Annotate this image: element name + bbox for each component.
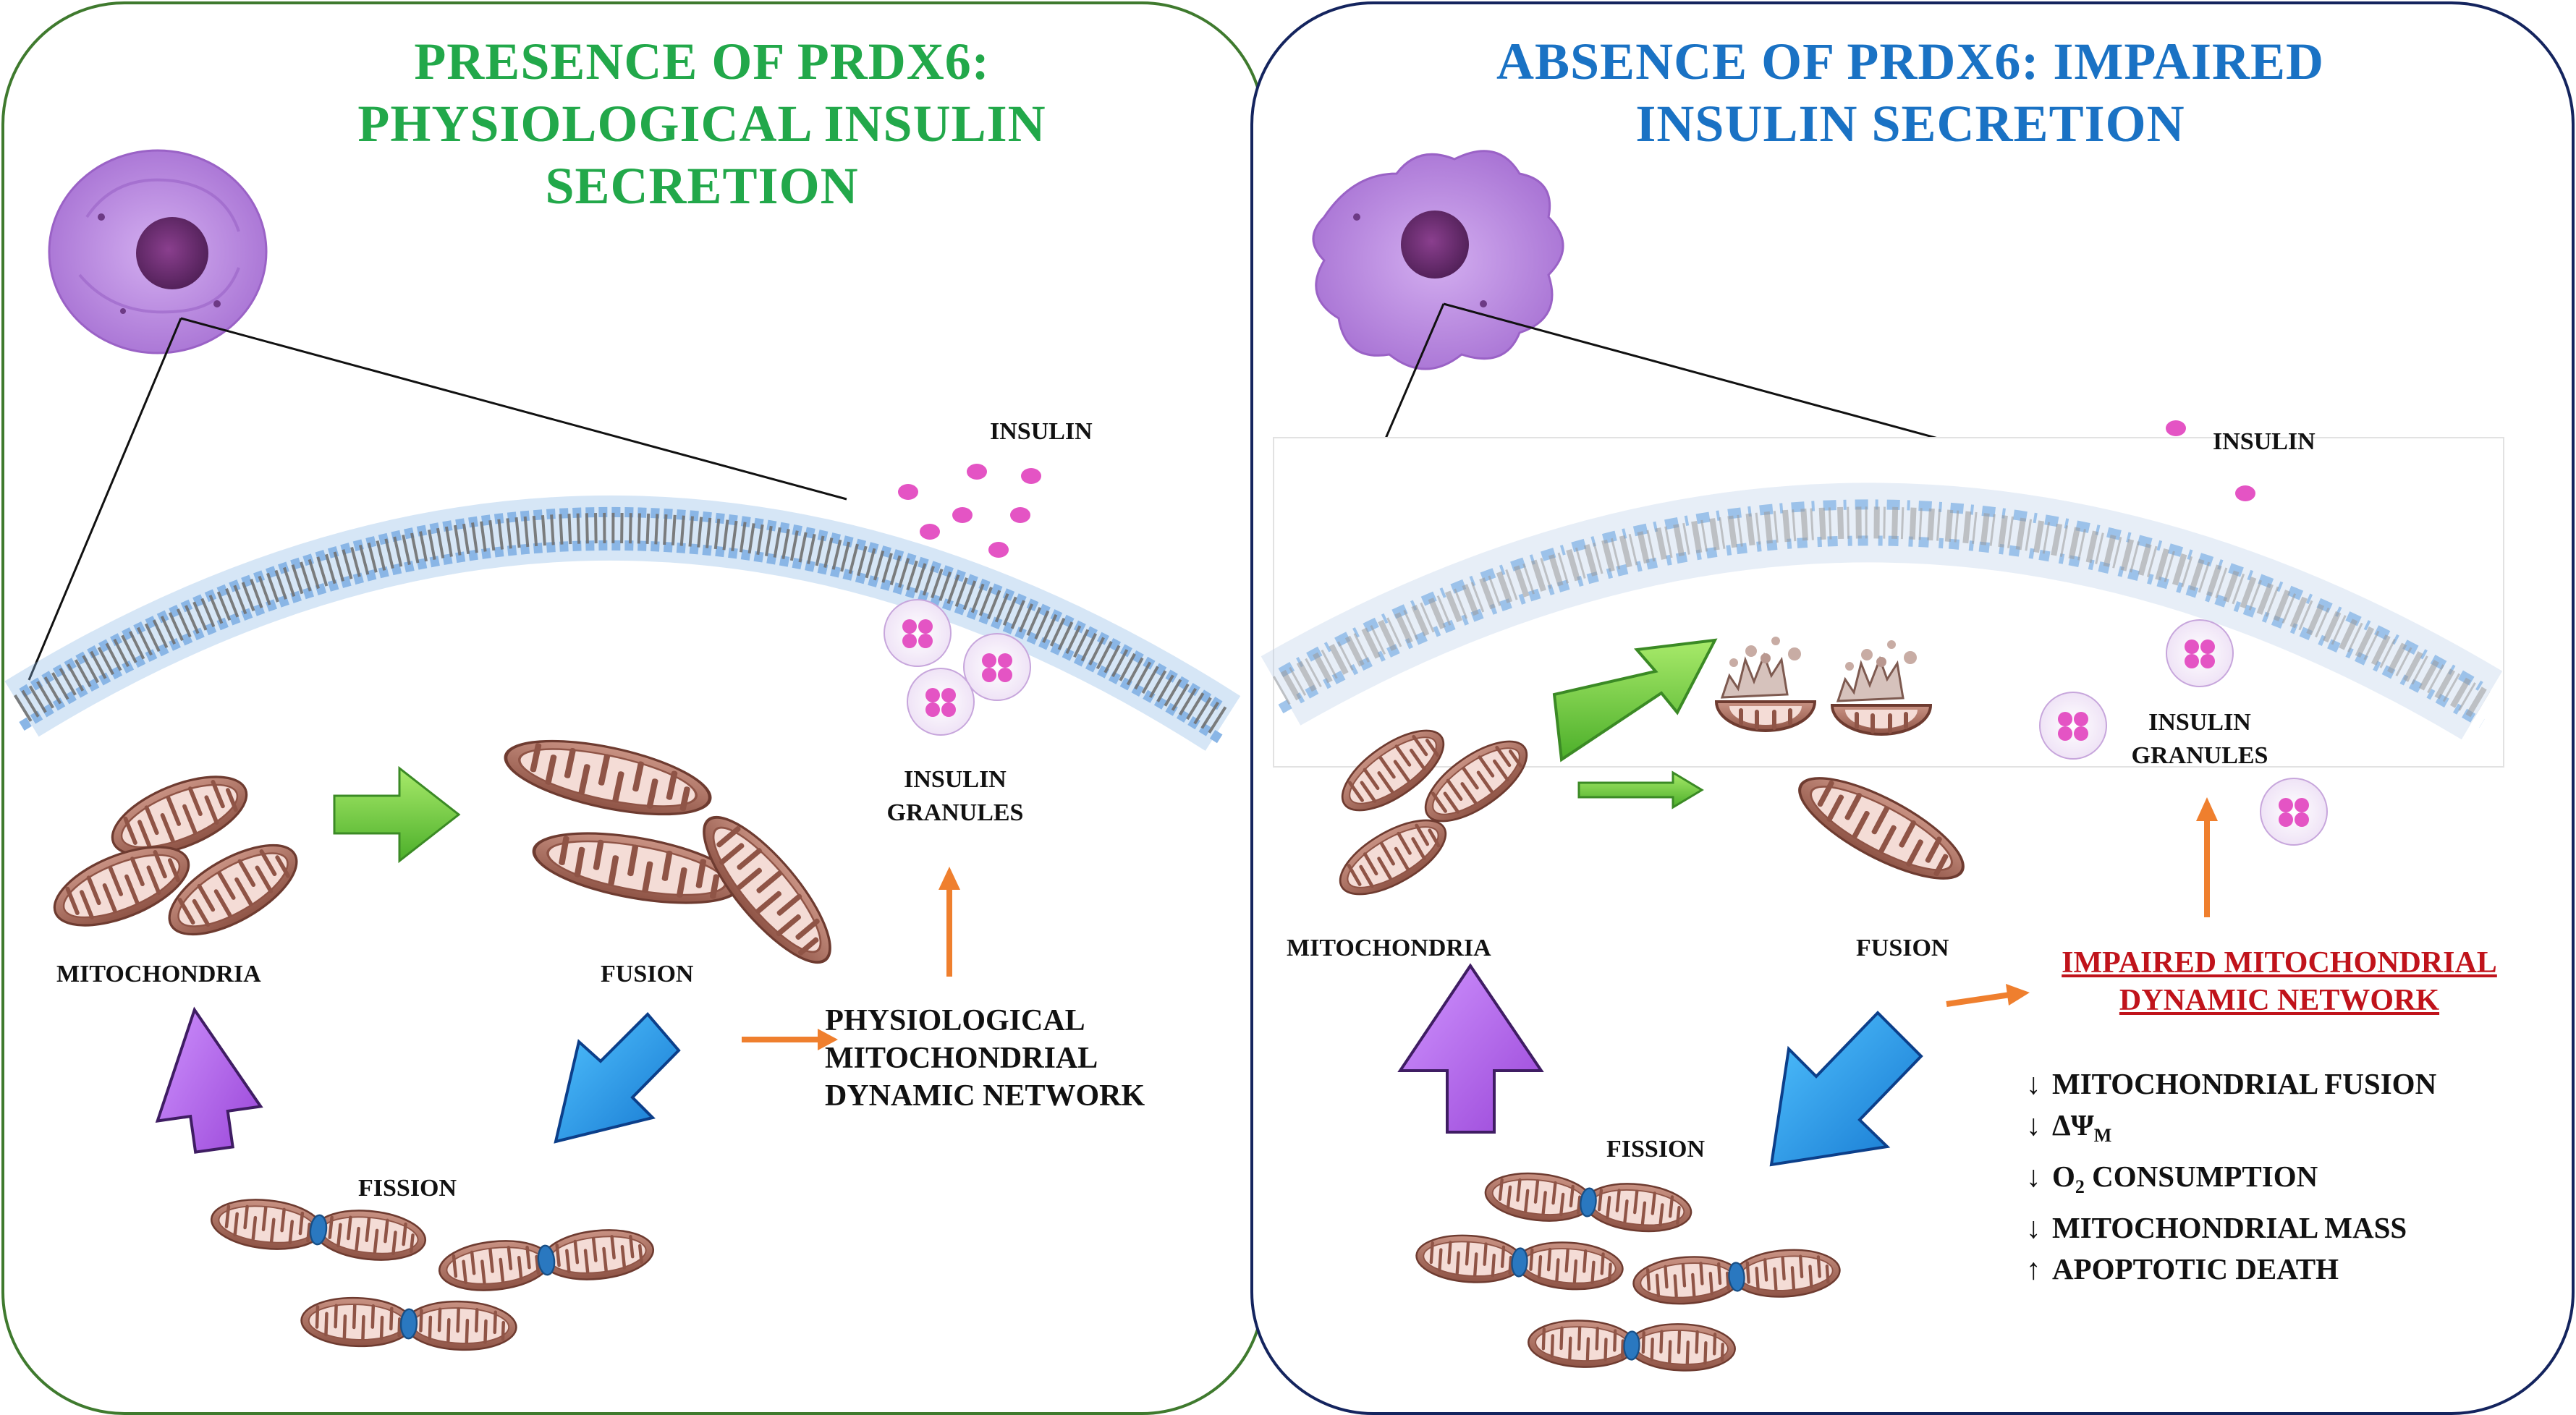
decrease-arrow-icon: ↓ xyxy=(2026,1160,2041,1194)
fusion-arrow-small xyxy=(1577,770,1704,810)
fission-arrow xyxy=(1769,1011,1923,1167)
fusion-arrow xyxy=(333,765,461,864)
fission-arrow xyxy=(554,1012,681,1144)
granule-arrow xyxy=(2196,797,2218,917)
physiological-network-label: PHYSIOLOGICAL MITOCHONDRIAL DYNAMIC NETW… xyxy=(825,1002,1145,1115)
fusion-label: FUSION xyxy=(1856,935,1949,961)
return-arrow xyxy=(155,1006,263,1154)
network-arrow xyxy=(1946,984,2030,1007)
impaired-network-line-2: DYNAMIC NETWORK xyxy=(2119,984,2440,1017)
membrane-icon xyxy=(4,496,1241,751)
impaired-network-line-1: IMPAIRED MITOCHONDRIAL xyxy=(2062,946,2497,980)
fission-label: FISSION xyxy=(358,1175,457,1202)
physiological-network-line-2: MITOCHONDRIAL xyxy=(825,1042,1098,1075)
effect-text-after: CONSUMPTION xyxy=(2084,1160,2318,1194)
effect-subscript: 2 xyxy=(2075,1176,2085,1198)
mitochondrion-icon xyxy=(44,761,310,953)
effect-text: MITOCHONDRIAL FUSION xyxy=(2052,1067,2437,1100)
insulin-granules-label-line-1: INSULIN xyxy=(904,766,1007,793)
physiological-network-line-1: PHYSIOLOGICAL xyxy=(825,1004,1085,1037)
mitochondria-label: MITOCHONDRIA xyxy=(56,961,261,987)
right-title-line-1: ABSENCE OF PRDX6: IMPAIRED xyxy=(1496,33,2324,90)
effect-item: ↓ MITOCHONDRIAL MASS xyxy=(2026,1207,2436,1249)
left-title: PRESENCE OF PRDX6: PHYSIOLOGICAL INSULIN… xyxy=(275,30,1129,217)
insulin-dots xyxy=(898,464,1041,558)
physiological-network-line-3: DYNAMIC NETWORK xyxy=(825,1079,1145,1113)
insulin-label: INSULIN xyxy=(2213,428,2316,455)
insulin-granules-label: INSULIN GRANULES xyxy=(2113,706,2287,773)
decrease-arrow-icon: ↓ xyxy=(2026,1067,2041,1100)
effect-text: MITOCHONDRIAL MASS xyxy=(2052,1211,2407,1245)
fused-mitochondrion-icon xyxy=(499,726,848,979)
insulin-granules-label: INSULIN GRANULES xyxy=(868,763,1042,830)
left-title-line-2: PHYSIOLOGICAL INSULIN xyxy=(357,95,1046,153)
cell-icon xyxy=(1312,150,1564,370)
left-title-line-1: PRESENCE OF PRDX6: xyxy=(414,33,990,90)
decrease-arrow-icon: ↓ xyxy=(2026,1211,2041,1245)
zoom-line xyxy=(27,318,182,681)
fission-label: FISSION xyxy=(1606,1136,1706,1163)
network-arrow xyxy=(742,1029,838,1050)
effect-item: ↑ APOPTOTIC DEATH xyxy=(2026,1249,2436,1290)
fusion-label: FUSION xyxy=(601,961,694,987)
return-arrow xyxy=(1397,963,1544,1134)
effects-list: ↓ MITOCHONDRIAL FUSION ↓ ΔΨM ↓ O2 CONSUMPTI… xyxy=(2026,1063,2436,1290)
fusion-arrow-large xyxy=(1552,638,1718,762)
effect-subscript: M xyxy=(2093,1125,2112,1147)
effect-item: ↓ MITOCHONDRIAL FUSION xyxy=(2026,1063,2436,1105)
decrease-arrow-icon: ↓ xyxy=(2026,1108,2041,1142)
insulin-dots xyxy=(2166,420,2255,501)
mitochondria-label: MITOCHONDRIA xyxy=(1287,935,1491,961)
fission-mitochondria-icon xyxy=(1415,1168,1841,1372)
granule-arrow xyxy=(939,867,960,977)
insulin-label: INSULIN xyxy=(990,418,1093,445)
effect-text: ΔΨ xyxy=(2052,1108,2094,1142)
damaged-membrane-icon xyxy=(1261,483,2503,740)
zoom-line xyxy=(180,317,847,501)
right-title-line-2: INSULIN SECRETION xyxy=(1635,95,2185,153)
effect-text: O xyxy=(2052,1160,2075,1194)
left-title-line-3: SECRETION xyxy=(545,157,859,215)
fused-mitochondrion-icon xyxy=(1787,760,1976,897)
impaired-network-label: IMPAIRED MITOCHONDRIAL DYNAMIC NETWORK xyxy=(2037,944,2522,1019)
insulin-granules-label-line-2: GRANULES xyxy=(2131,742,2268,769)
insulin-granules-label-line-1: INSULIN xyxy=(2148,709,2251,736)
cell-icon xyxy=(48,149,268,354)
effect-text: APOPTOTIC DEATH xyxy=(2052,1252,2339,1286)
increase-arrow-icon: ↑ xyxy=(2026,1252,2041,1286)
insulin-granules-label-line-2: GRANULES xyxy=(886,799,1024,826)
effect-item: ↓ ΔΨM xyxy=(2026,1105,2436,1156)
effect-item: ↓ O2 CONSUMPTION xyxy=(2026,1156,2436,1207)
fission-mitochondria-icon xyxy=(209,1194,656,1351)
right-title: ABSENCE OF PRDX6: IMPAIRED INSULIN SECRE… xyxy=(1440,30,2381,155)
